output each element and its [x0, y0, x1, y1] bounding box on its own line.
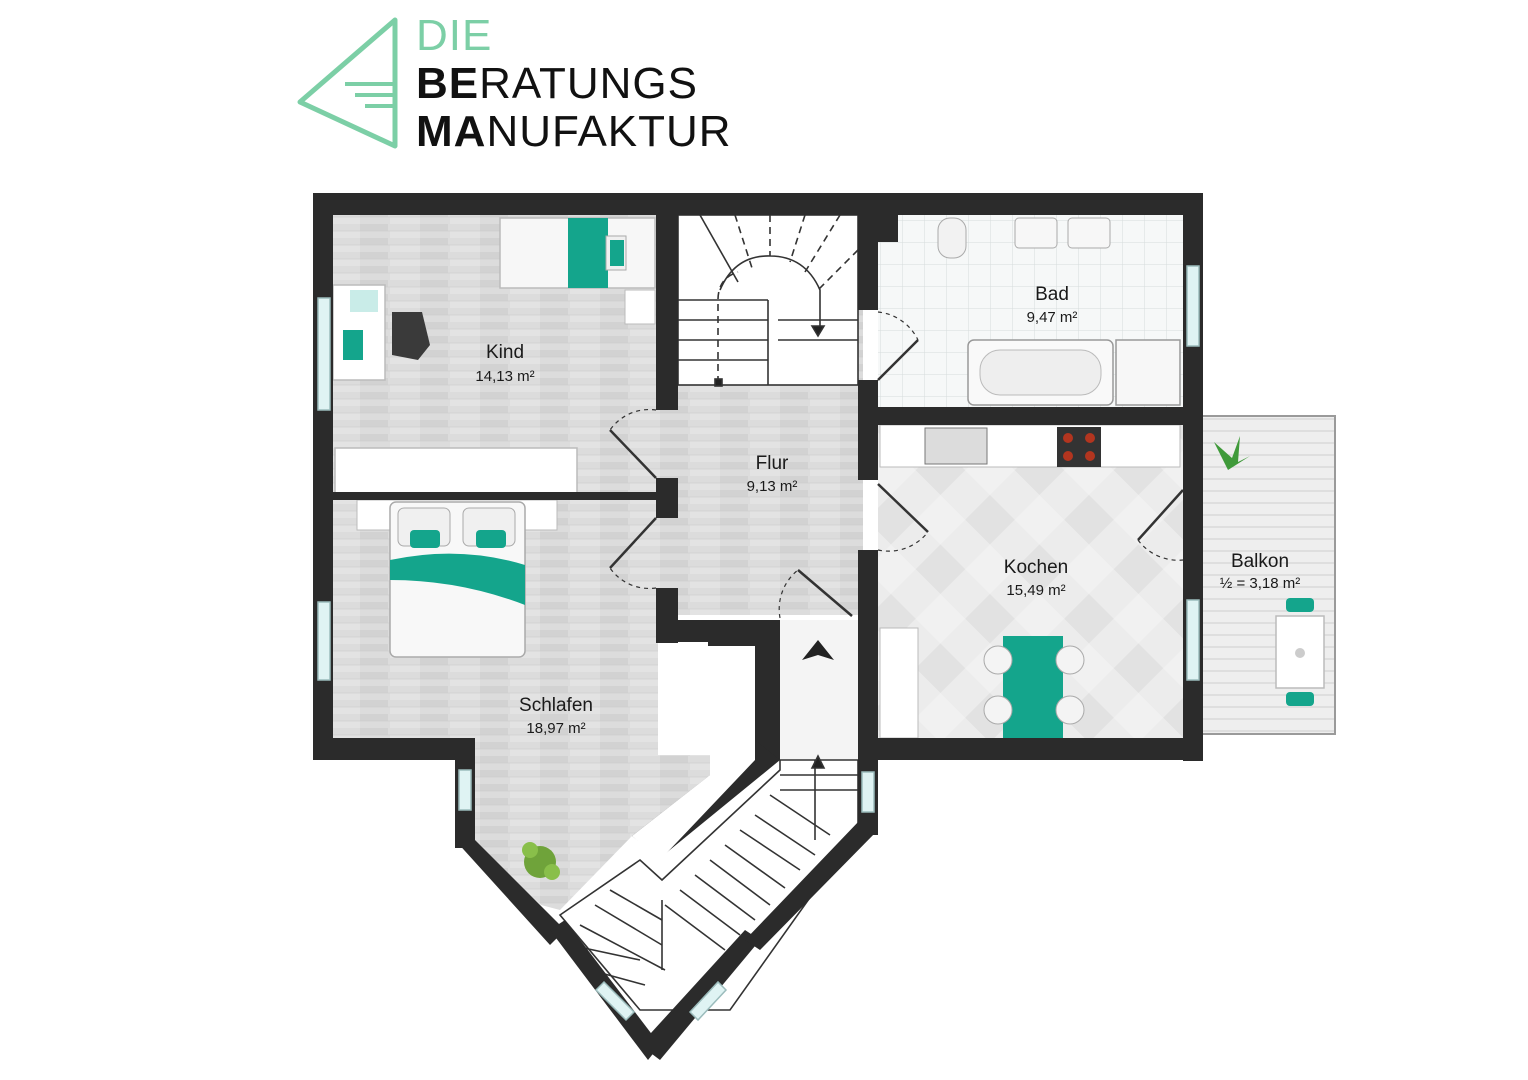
kind-bed [499, 217, 656, 325]
room-area-bad: 9,47 m² [1027, 309, 1078, 326]
logo-line-3-rest: NUFAKTUR [486, 107, 731, 156]
stove-icon [1057, 427, 1101, 467]
logo-line-3: MANUFAKTUR [416, 107, 732, 156]
kind-desk [332, 284, 430, 381]
room-area-kochen: 15,49 m² [1006, 582, 1065, 599]
windows [317, 265, 1200, 1022]
room-area-balkon: ½ = 3,18 m² [1220, 575, 1300, 592]
window [317, 297, 331, 411]
room-label-bad: Bad [1035, 284, 1069, 305]
room-label-kochen: Kochen [1004, 557, 1068, 578]
kitchen-fixtures [879, 424, 1181, 739]
room-label-kind: Kind [486, 342, 524, 363]
sink-icon [1067, 217, 1111, 249]
toilet-icon [937, 217, 967, 259]
shower-icon [1115, 339, 1181, 406]
plant-icon [1214, 436, 1250, 470]
double-bed [356, 499, 558, 658]
window [1186, 599, 1200, 681]
window [861, 771, 875, 813]
room-area-schlafen: 18,97 m² [526, 720, 585, 737]
chair-icon [392, 312, 430, 360]
stair-void [632, 650, 755, 860]
logo-line-1: DIE [416, 11, 492, 60]
kitchen-sink-icon [924, 427, 988, 465]
window [1186, 265, 1200, 347]
sink-icon [1014, 217, 1058, 249]
bathroom-fixtures [937, 217, 1181, 406]
room-labels: Kind 14,13 m² Bad 9,47 m² Flur 9,13 m² K… [475, 284, 1300, 737]
window [317, 601, 331, 681]
room-label-schlafen: Schlafen [519, 695, 593, 716]
dining-table [983, 636, 1085, 738]
upper-staircase [677, 214, 859, 387]
plant-icon [522, 842, 560, 880]
room-area-flur: 9,13 m² [747, 478, 798, 495]
balcony [1194, 415, 1336, 735]
logo-line-3-bold: MA [416, 107, 486, 156]
doors [609, 311, 1184, 619]
balcony-table [1275, 598, 1325, 706]
logo-triangle-icon [297, 17, 398, 149]
logo-line-2-bold: BE [416, 59, 479, 108]
wardrobe-kind [334, 447, 578, 494]
room-label-balkon: Balkon [1231, 551, 1289, 572]
entrance-arrow-icon [802, 640, 834, 660]
window [594, 980, 636, 1022]
window [458, 769, 472, 811]
room-label-flur: Flur [756, 453, 789, 474]
company-logo: DIE BERATUNGS MANUFAKTUR [297, 11, 732, 156]
room-area-kind: 14,13 m² [475, 368, 534, 385]
logo-line-2: BERATUNGS [416, 59, 698, 108]
window [688, 980, 728, 1022]
logo-line-2-rest: RATUNGS [479, 59, 698, 108]
